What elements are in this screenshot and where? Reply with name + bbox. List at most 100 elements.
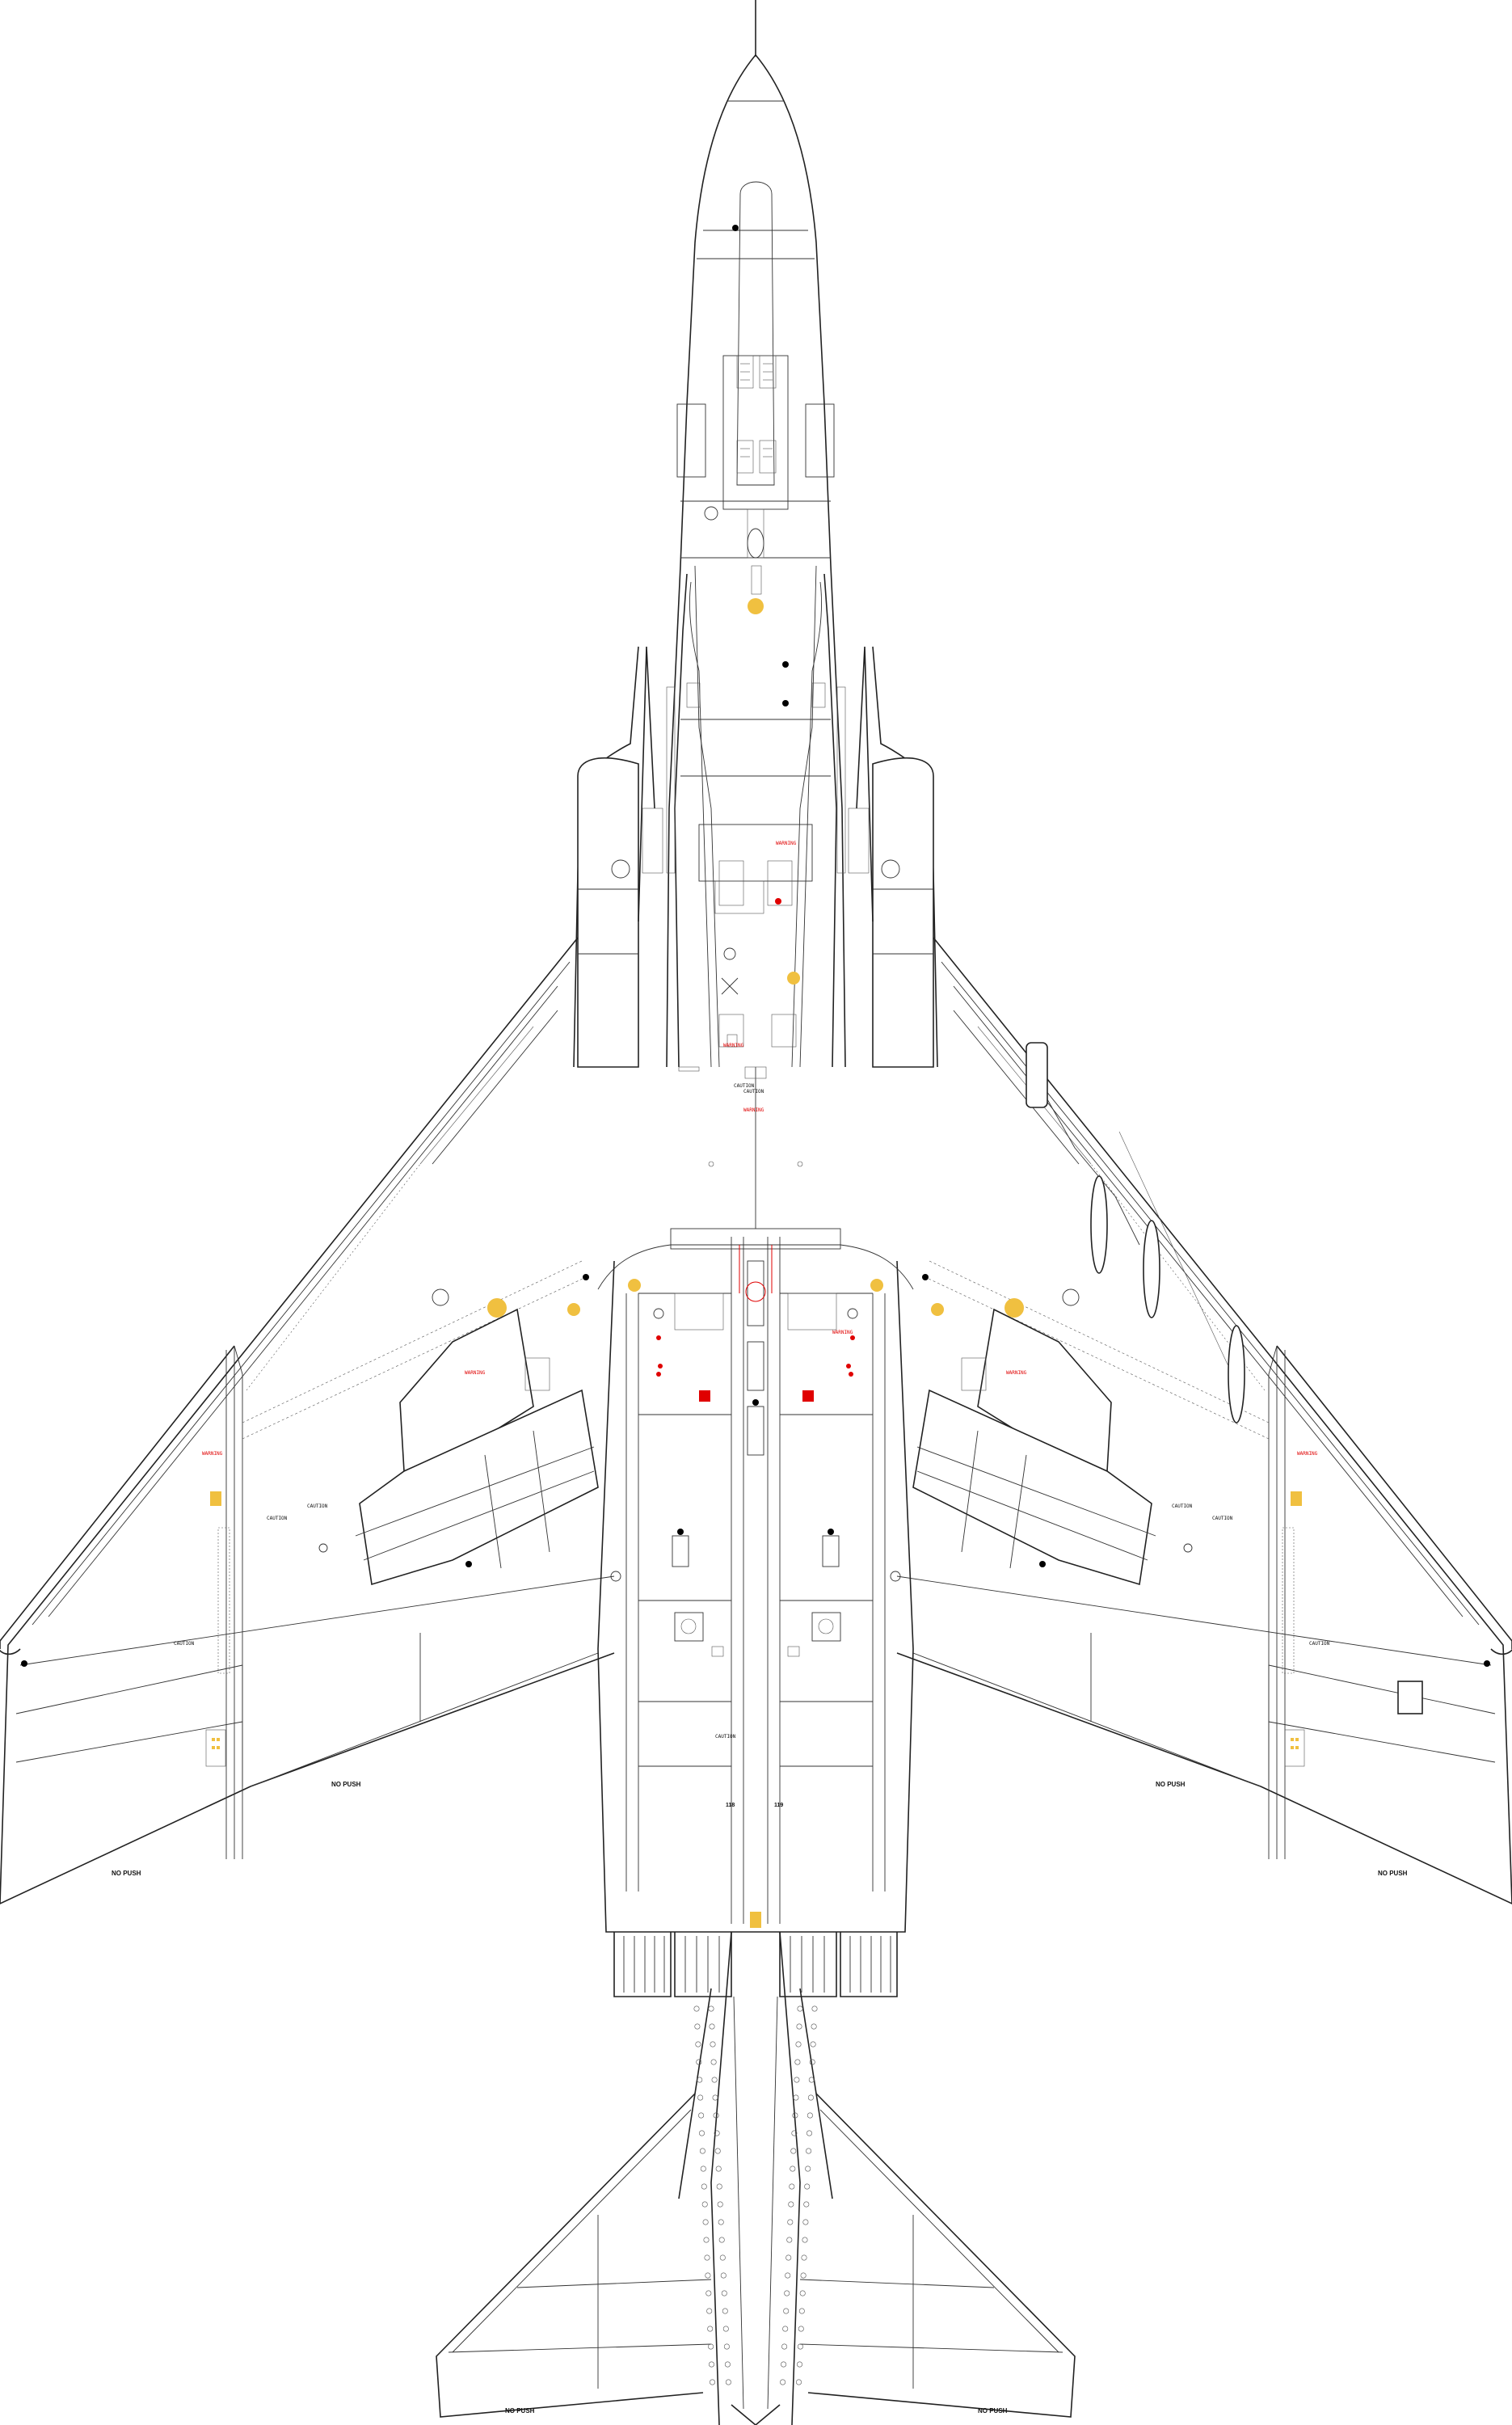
rivet-mark — [698, 2112, 705, 2119]
rivet-mark — [799, 2290, 806, 2296]
ground-point-icon — [782, 661, 789, 668]
rivet-mark — [796, 2023, 802, 2030]
center-fuselage: 118 119 CAUTION WARNING — [583, 1228, 929, 1933]
rivet-mark — [694, 2023, 701, 2030]
rivet-mark — [802, 2219, 809, 2225]
rivet-mark — [795, 2379, 802, 2385]
right-wing-warning: WARNING — [1297, 1451, 1318, 1457]
right-wing-caution: CAUTION — [1212, 1516, 1233, 1521]
rivet-mark — [725, 2379, 731, 2385]
rivet-mark — [780, 2379, 786, 2385]
ground-point-icon — [782, 700, 789, 706]
center-warning: WARNING — [832, 1330, 853, 1335]
rivet-mark — [781, 2361, 787, 2368]
rivet-mark — [797, 2343, 803, 2350]
rivet-mark — [709, 2023, 715, 2030]
rivet-mark — [714, 2148, 721, 2154]
rivet-mark — [718, 2237, 725, 2243]
rivet-mark — [698, 2130, 705, 2136]
rivet-mark — [790, 2148, 797, 2154]
rivet-mark — [789, 2183, 795, 2190]
rivet-mark — [717, 2201, 723, 2208]
left-wing-no-push: NO PUSH — [112, 1870, 141, 1877]
rivet-mark — [797, 2005, 803, 2012]
red-access-marker — [699, 1390, 710, 1402]
rivet-mark — [705, 2272, 711, 2279]
rivet-mark — [708, 2005, 714, 2012]
rivet-mark — [806, 2148, 812, 2154]
engine-nozzles — [613, 1912, 898, 1997]
center-caution: CAUTION — [715, 1734, 736, 1740]
insignia-star-icon — [567, 1303, 580, 1316]
rivet-mark — [702, 2219, 709, 2225]
rivet-mark — [808, 2077, 815, 2083]
rivet-mark — [710, 2041, 716, 2048]
warning-stencil: WARNING — [776, 841, 797, 846]
left-wing-caution-3: CAUTION — [174, 1641, 195, 1647]
insignia-star-icon — [787, 972, 800, 985]
insignia-star-icon — [870, 1279, 883, 1292]
rivet-mark — [695, 2041, 701, 2048]
jack-point-icon — [750, 1912, 761, 1928]
rivet-mark — [699, 2148, 705, 2154]
left-wing-caution-2: CAUTION — [307, 1504, 328, 1509]
rivet-mark — [783, 2308, 790, 2314]
left-flap-warning: WARNING — [465, 1370, 486, 1376]
rivet-mark — [707, 2326, 714, 2332]
rivet-mark — [720, 2272, 727, 2279]
rivet-mark — [703, 2237, 710, 2243]
rivet-mark — [807, 2094, 814, 2101]
strakes — [638, 646, 874, 922]
rivet-mark — [712, 2094, 718, 2101]
rivet-mark — [786, 2237, 793, 2243]
forward-fuselage — [666, 403, 846, 1068]
rivet-mark — [700, 2166, 706, 2172]
right-flap-no-push: NO PUSH — [1156, 1781, 1186, 1788]
rivet-mark — [785, 2254, 792, 2261]
insignia-star-icon — [628, 1279, 641, 1292]
rivet-mark — [794, 2077, 800, 2083]
rivet-mark — [704, 2254, 710, 2261]
left-flap-no-push: NO PUSH — [331, 1781, 361, 1788]
rivet-mark — [782, 2326, 789, 2332]
rivet-mark — [794, 2059, 801, 2065]
rivet-mark — [788, 2201, 794, 2208]
rivet-mark — [787, 2219, 794, 2225]
rivet-mark — [713, 2112, 719, 2119]
rivet-mark — [724, 2361, 731, 2368]
rivet-mark — [791, 2130, 798, 2136]
rivet-mark — [709, 2379, 715, 2385]
rivet-mark — [693, 2005, 700, 2012]
rivet-mark — [798, 2326, 804, 2332]
rivet-mark — [790, 2166, 796, 2172]
spine: WARNING CAUTION — [708, 1066, 803, 1229]
rivet-mark — [722, 2308, 728, 2314]
rivet-mark — [800, 2272, 807, 2279]
insignia-star-icon — [748, 598, 764, 614]
rivet-mark — [714, 2130, 720, 2136]
rivet-mark — [781, 2343, 788, 2350]
rivet-mark — [719, 2254, 726, 2261]
nose-section — [680, 0, 832, 567]
left-stab-no-push: NO PUSH — [505, 2407, 535, 2414]
rivet-mark — [718, 2219, 724, 2225]
ground-point-icon — [21, 1660, 27, 1667]
rivet-mark — [723, 2343, 730, 2350]
rivet-mark — [716, 2183, 722, 2190]
rivet-mark — [793, 2094, 799, 2101]
rivet-mark — [803, 2201, 810, 2208]
ground-point-icon — [1484, 1660, 1490, 1667]
jack-point-icon — [210, 1491, 221, 1506]
rivet-mark — [795, 2041, 802, 2048]
red-access-marker — [802, 1390, 814, 1402]
rivet-mark — [715, 2166, 722, 2172]
rivet-mark — [801, 2254, 807, 2261]
station-label-left: 118 — [726, 1803, 735, 1808]
rivet-mark — [796, 2361, 802, 2368]
right-wing: WARNING WARNING CAUTION CAUTION CAUTION … — [896, 937, 1512, 1904]
rivet-mark — [805, 2166, 811, 2172]
rear-fuselage: NO PUSH NO PUSH — [436, 1931, 1076, 2425]
rivet-mark — [701, 2183, 707, 2190]
caution-stencil: CAUTION — [734, 1083, 755, 1089]
